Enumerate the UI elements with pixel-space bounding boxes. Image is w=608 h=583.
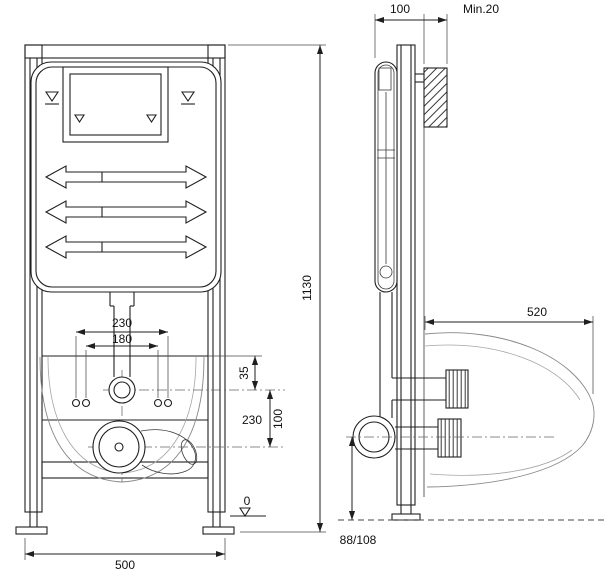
side-bowl-profile <box>424 332 595 488</box>
frame-foot-right <box>202 512 235 535</box>
supply-connection <box>108 376 136 404</box>
wall-anchor-bracket <box>415 73 424 83</box>
bolt-spacing-inner-label: 180 <box>112 332 132 346</box>
min-wall-label: Min.20 <box>463 2 499 16</box>
cistern-arrow-graphics <box>44 165 208 259</box>
level-zero-label: 0 <box>244 494 251 508</box>
side-cistern <box>374 61 398 293</box>
inlet-sleeve <box>445 369 469 409</box>
bolt-spacing-outer-label: 230 <box>112 316 132 330</box>
drain-elbow <box>140 429 198 475</box>
side-foot <box>391 505 421 521</box>
access-panel <box>62 66 169 143</box>
outlet-height-label: 88/108 <box>340 533 377 547</box>
dim-outlet-height: 88/108 <box>340 437 377 547</box>
dim-bolt-inner: 180 <box>85 332 159 398</box>
drain-height-label: 230 <box>242 413 262 427</box>
frame-foot-left <box>15 512 48 535</box>
side-view: 100 Min.20 520 88/108 <box>338 2 606 547</box>
dim-bolt-outer: 230 <box>75 316 169 398</box>
dim-drain-offset-100: 100 <box>266 390 285 447</box>
dim-width-500: 500 <box>24 538 226 572</box>
mounting-plate-lines <box>42 355 208 421</box>
front-view: 230 180 35 100 230 0 1130 <box>15 44 326 572</box>
wall-section-hatch <box>423 67 448 128</box>
dim-bowl-depth-520: 520 <box>424 305 594 394</box>
drain-outlet <box>92 420 146 474</box>
dim-supply-offset-35: 35 <box>208 355 262 390</box>
side-frame-rail <box>396 44 416 506</box>
dim-height-1130: 1130 <box>228 44 326 533</box>
supply-offset-label: 35 <box>237 366 251 380</box>
dim-depth-100: 100 <box>374 2 448 64</box>
flush-pipe <box>109 292 135 377</box>
side-flush-pipe <box>379 292 446 418</box>
outlet-sleeve <box>437 418 462 458</box>
level-zero-marker: 0 <box>230 494 266 518</box>
height-1130-label: 1130 <box>300 275 314 301</box>
flush-level-marks <box>44 91 196 124</box>
bowl-depth-label: 520 <box>527 305 547 319</box>
width-500-label: 500 <box>115 558 135 572</box>
frame-depth-label: 100 <box>390 2 410 16</box>
drain-offset-label: 100 <box>271 409 285 429</box>
mounting-bolts <box>71 398 173 408</box>
